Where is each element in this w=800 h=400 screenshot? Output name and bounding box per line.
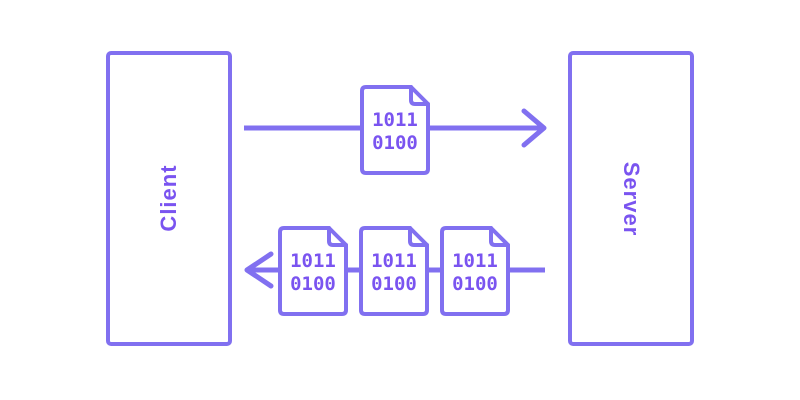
document-outline <box>440 226 510 316</box>
binary-text-line: 1011 <box>452 250 498 272</box>
response-flow: 1011 0100 1011 0100 1011 0100 <box>244 226 545 316</box>
binary-text-line: 0100 <box>371 273 417 295</box>
document-fold-corner <box>409 85 430 106</box>
document-outline <box>360 85 430 175</box>
binary-text-line: 1011 <box>371 250 417 272</box>
document-icon: 1011 0100 <box>278 226 348 316</box>
binary-text-line: 0100 <box>290 273 336 295</box>
document-fold-corner <box>327 226 348 247</box>
client-node: Client <box>106 51 232 346</box>
document-icon: 1011 0100 <box>360 85 430 175</box>
binary-text-line: 1011 <box>290 250 336 272</box>
document-icon: 1011 0100 <box>359 226 429 316</box>
document-outline <box>278 226 348 316</box>
document-fold-corner <box>408 226 429 247</box>
client-node-box <box>106 51 232 346</box>
server-node-label: Server <box>619 162 644 237</box>
server-node-box <box>568 51 694 346</box>
document-outline <box>359 226 429 316</box>
server-node: Server <box>568 51 694 346</box>
client-node-label: Client <box>156 164 181 231</box>
arrow-right-icon <box>521 108 547 148</box>
document-icon: 1011 0100 <box>440 226 510 316</box>
binary-text-line: 0100 <box>372 132 418 154</box>
binary-text-line: 0100 <box>452 273 498 295</box>
arrow-left-icon <box>244 251 274 289</box>
document-fold-corner <box>489 226 510 247</box>
binary-text-line: 1011 <box>372 109 418 131</box>
request-flow: 1011 0100 <box>244 85 547 175</box>
